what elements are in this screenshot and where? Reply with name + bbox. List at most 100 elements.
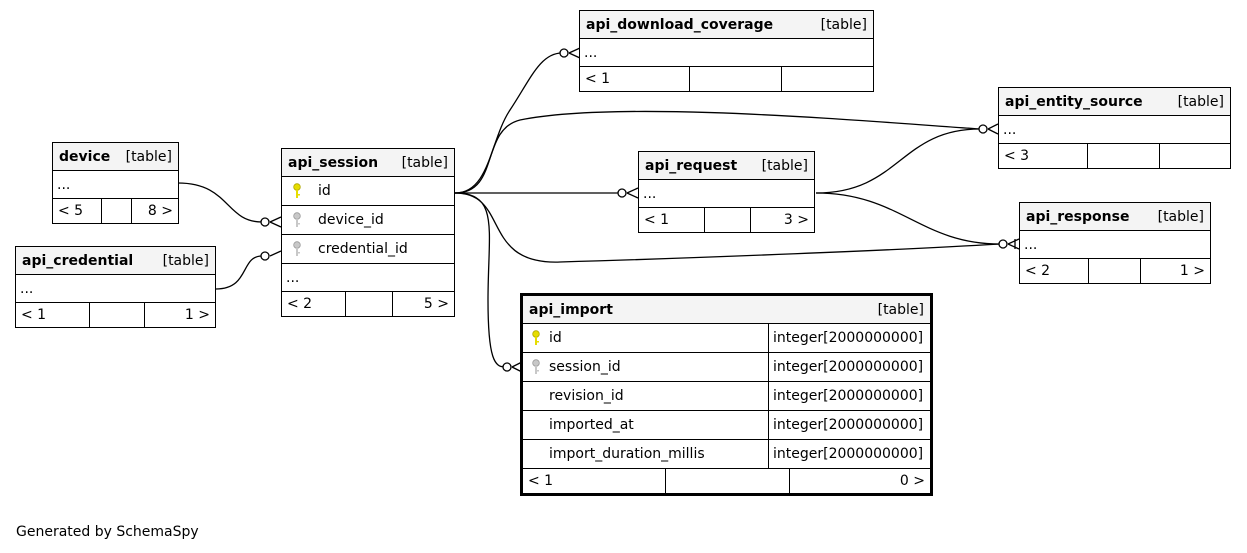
table-header: device [table] [53,143,178,171]
column-name: id [318,183,331,199]
table-kind: [table] [162,252,209,269]
table-name: api_response [1026,208,1130,225]
more-columns: ... [53,171,178,199]
column-name: revision_id [549,388,624,404]
footer-children: 1 > [1179,263,1205,279]
table-api-import[interactable]: api_import [table] id integer[2000000000… [520,293,933,496]
column-row: id [282,177,454,206]
more-columns: ... [1020,231,1210,259]
table-api-credential[interactable]: api_credential [table] ... < 1 1 > [15,246,216,328]
edge-session-response [454,192,1001,263]
edge-session-import [454,192,506,368]
footer-parents: < 1 [523,469,666,493]
primary-key-icon [282,183,312,199]
column-name: id [549,330,562,346]
edge-request-entity [815,128,981,194]
edge-request-response [815,192,1001,245]
table-name: api_credential [22,252,134,269]
table-name: api_entity_source [1005,93,1143,110]
table-header: api_request [table] [639,152,814,180]
table-api-download-coverage[interactable]: api_download_coverage [table] ... < 1 [579,10,874,92]
footer-rows [102,199,132,223]
column-row: session_id [523,353,769,382]
footer-parents: < 5 [53,199,102,223]
table-header: api_download_coverage [table] [580,11,873,39]
column-name: import_duration_millis [549,446,705,462]
column-row: credential_id [282,235,454,264]
footer-children: 0 > [899,473,925,489]
table-name: api_download_coverage [586,16,774,33]
table-api-session[interactable]: api_session [table] id device_id credent… [281,148,455,317]
footer-children: 1 > [184,307,210,323]
column-type: integer[2000000000] [769,411,930,440]
table-footer: < 1 [580,67,873,91]
edge-device-session [177,182,263,223]
table-footer: < 1 3 > [639,208,814,232]
table-api-request[interactable]: api_request [table] ... < 1 3 > [638,151,815,233]
table-api-entity-source[interactable]: api_entity_source [table] ... < 3 [998,87,1231,169]
column-type: integer[2000000000] [769,324,930,353]
footer-children [1160,144,1230,168]
footer-parents: < 1 [16,303,90,327]
table-name: device [59,148,111,165]
edge-credential-session [215,255,263,290]
column-name: imported_at [549,417,634,433]
footer-parents: < 1 [580,67,690,91]
more-columns: ... [16,275,215,303]
table-kind: [table] [1177,93,1224,110]
table-kind: [table] [761,157,808,174]
table-kind: [table] [877,301,924,318]
footer-rows [1089,259,1141,283]
table-kind: [table] [125,148,172,165]
column-row: id [523,324,769,353]
table-name: api_request [645,157,738,174]
footer-children: 8 > [147,203,173,219]
footer-parents: < 3 [999,144,1088,168]
foreign-key-icon [523,359,549,375]
table-header: api_import [table] [523,296,930,324]
footer-rows [1088,144,1160,168]
footer-parents: < 2 [282,292,346,316]
more-columns: ... [282,264,454,292]
more-columns: ... [639,180,814,208]
table-footer: < 3 [999,144,1230,168]
footer-rows [666,469,790,493]
column-type: integer[2000000000] [769,382,930,411]
footer-rows [705,208,751,232]
table-header: api_response [table] [1020,203,1210,231]
table-header: api_session [table] [282,149,454,177]
table-footer: < 1 1 > [16,303,215,327]
primary-key-icon [523,330,549,346]
table-kind: [table] [401,154,448,171]
table-header: api_credential [table] [16,247,215,275]
column-row: import_duration_millis [523,440,769,469]
table-footer: < 1 0 > [523,469,930,493]
footer-rows [690,67,782,91]
footer-children: 3 > [783,212,809,228]
more-columns: ... [580,39,873,67]
column-name: device_id [318,212,384,228]
column-type: integer[2000000000] [769,353,930,382]
table-name: api_session [288,154,379,171]
column-row: device_id [282,206,454,235]
table-name: api_import [529,301,613,318]
column-row: revision_id [523,382,769,411]
edge-session-entity [454,110,981,194]
more-columns: ... [999,116,1230,144]
column-name: credential_id [318,241,408,257]
footer-children [782,67,873,91]
table-footer: < 2 5 > [282,292,454,316]
column-row: imported_at [523,411,769,440]
column-type: integer[2000000000] [769,440,930,469]
column-grid: id integer[2000000000] session_id intege… [523,324,930,469]
table-device[interactable]: device [table] ... < 5 8 > [52,142,179,224]
footer-parents: < 1 [639,208,705,232]
generated-by-credit: Generated by SchemaSpy [16,524,199,540]
table-kind: [table] [820,16,867,33]
table-header: api_entity_source [table] [999,88,1230,116]
table-api-response[interactable]: api_response [table] ... < 2 1 > [1019,202,1211,284]
footer-parents: < 2 [1020,259,1089,283]
foreign-key-icon [282,241,312,257]
footer-rows [346,292,393,316]
